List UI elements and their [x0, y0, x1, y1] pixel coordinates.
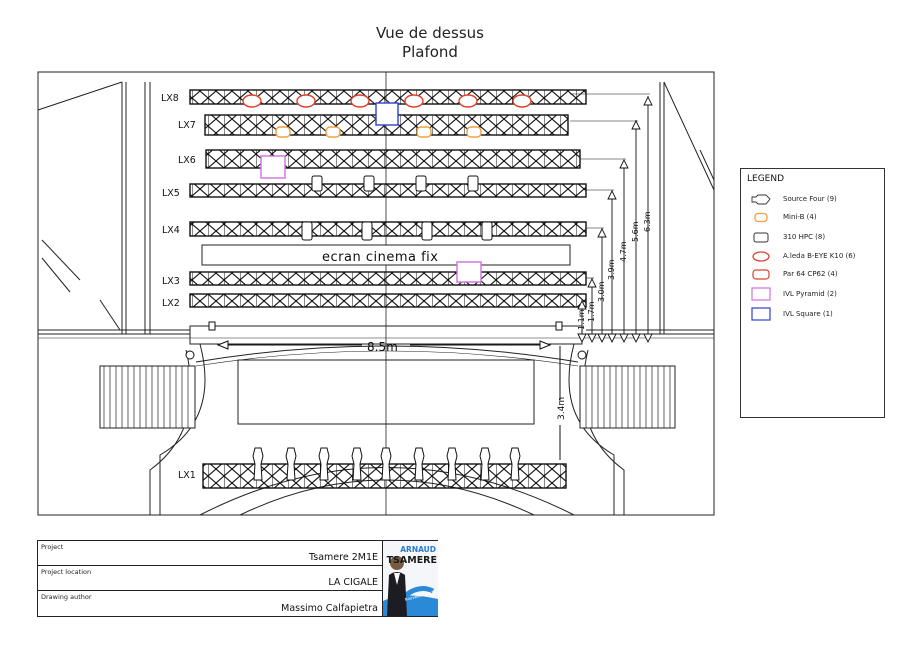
legend: LEGEND Source Four (9) Mini-B (4) 310 HP…	[740, 168, 885, 418]
show-logo: ARNAUD TSAMERE Nouveau spectacle	[382, 541, 438, 616]
legend-label: IVL Pyramid (2)	[783, 290, 837, 298]
legend-item-310-hpc: 310 HPC (8)	[741, 229, 884, 247]
truss-lx4	[189, 221, 587, 237]
plan-title: Vue de dessus	[376, 24, 484, 42]
height-dimension-lines	[570, 93, 650, 342]
legend-item-par64: Par 64 CP62 (4)	[741, 266, 884, 284]
height-label-4-7: 4.7m	[619, 241, 628, 262]
cinema-screen-label: ecran cinema fix	[322, 250, 438, 265]
legend-item-source-four: Source Four (9)	[741, 191, 884, 209]
legend-item-ivl-pyramid: IVL Pyramid (2)	[741, 286, 884, 304]
ivl-square-icon	[751, 307, 771, 321]
legend-item-mini-b: Mini-B (4)	[741, 209, 884, 227]
truss-lx3	[189, 271, 587, 286]
cinema-screen	[201, 244, 571, 266]
depth-dimension-label: 3.4m	[557, 397, 567, 420]
width-dimension	[216, 340, 552, 350]
project-label: Project	[41, 543, 64, 551]
legend-label: A.leda B-EYE K10 (6)	[783, 252, 856, 260]
truss-lx5	[189, 183, 587, 198]
legend-label: Par 64 CP62 (4)	[783, 270, 838, 278]
truss-label-lx5: LX5	[162, 188, 180, 199]
truss-label-lx2: LX2	[162, 298, 180, 309]
title-block-location: Project location LA CIGALE	[38, 566, 382, 591]
height-label-1-7: 1.7m	[587, 301, 596, 322]
location-label: Project location	[41, 568, 92, 576]
height-label-3-9: 3.9m	[607, 259, 616, 280]
drawing-frame	[37, 71, 715, 516]
legend-label: Source Four (9)	[783, 195, 837, 203]
title-block-author: Drawing author Massimo Calfapietra	[38, 591, 382, 616]
b-eye-fixtures	[242, 94, 532, 108]
height-label-3-0: 3.0m	[597, 281, 606, 302]
ivl-pyramid-fixture	[260, 155, 286, 179]
mini-b-icon	[754, 212, 768, 223]
truss-label-lx8: LX8	[161, 93, 179, 104]
ivl-pyramid-icon	[751, 287, 771, 301]
logo-line-1: ARNAUD	[400, 545, 436, 554]
source-four-icon	[751, 194, 771, 205]
source-four-fixtures	[252, 447, 521, 481]
truss-label-lx4: LX4	[162, 225, 180, 236]
truss-label-lx7: LX7	[178, 120, 196, 131]
width-dimension-label: 8.5m	[367, 340, 398, 354]
project-value: Tsamere 2M1E	[309, 552, 378, 563]
legend-label: IVL Square (1)	[783, 310, 833, 318]
truss-label-lx6: LX6	[178, 155, 196, 166]
hpc-fixtures	[301, 175, 493, 241]
corner-fixtures	[185, 321, 587, 360]
legend-item-ivl-square: IVL Square (1)	[741, 306, 884, 324]
height-label-5-6: 5.6m	[631, 221, 640, 242]
height-arrows	[577, 95, 653, 344]
b-eye-icon	[752, 251, 770, 262]
show-poster-image: ARNAUD TSAMERE Nouveau spectacle	[383, 541, 438, 616]
title-block: Project Tsamere 2M1E Project location LA…	[37, 540, 438, 617]
legend-label: Mini-B (4)	[783, 213, 817, 221]
legend-item-b-eye: A.leda B-EYE K10 (6)	[741, 248, 884, 266]
legend-title: LEGEND	[747, 174, 785, 184]
title-block-project: Project Tsamere 2M1E	[38, 541, 382, 566]
logo-line-2: TSAMERE	[387, 555, 437, 566]
side-seating-left	[103, 366, 189, 428]
truss-label-lx3: LX3	[162, 276, 180, 287]
mini-b-fixtures	[275, 126, 482, 138]
height-label-6-3: 6.3m	[643, 211, 652, 232]
par64-icon	[752, 269, 770, 280]
height-label-1-1: 1.1m	[577, 309, 586, 330]
ivl-square-fixture	[375, 102, 399, 126]
side-seating-right	[585, 366, 671, 428]
author-value: Massimo Calfapietra	[281, 603, 378, 614]
plan-subtitle: Plafond	[402, 43, 458, 61]
location-value: LA CIGALE	[328, 577, 378, 588]
truss-label-lx1: LX1	[178, 470, 196, 481]
ivl-pyramid-fixture	[456, 261, 482, 283]
truss-lx2	[189, 293, 587, 308]
hpc-icon	[753, 232, 769, 243]
legend-label: 310 HPC (8)	[783, 233, 826, 241]
author-label: Drawing author	[41, 593, 92, 601]
